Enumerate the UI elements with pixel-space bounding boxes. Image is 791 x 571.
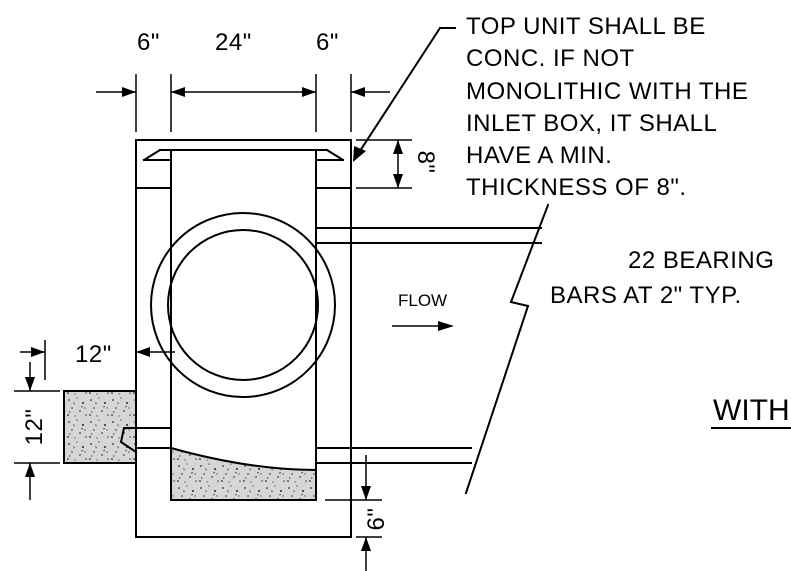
dim-side-offset: 12" — [75, 341, 112, 368]
note-line-6: THICKNESS OF 8". — [466, 174, 687, 201]
bottom-concrete-fill — [171, 448, 316, 500]
top-note-leader — [353, 26, 456, 162]
pipe-inner — [167, 229, 319, 381]
dim-side-height: 12" — [21, 409, 48, 446]
note-line-1: TOP UNIT SHALL BE — [466, 13, 706, 40]
note-line-5: HAVE A MIN. — [466, 142, 612, 169]
dim-opening: 24" — [215, 29, 252, 56]
note-line-2: CONC. IF NOT — [466, 45, 635, 72]
bearing-bars — [315, 227, 542, 464]
bottom-thickness-dimension — [325, 455, 382, 571]
flow-label: FLOW — [398, 291, 447, 310]
flow-arrow — [392, 321, 454, 331]
side-height-dimension — [14, 362, 60, 500]
side-block — [63, 390, 172, 464]
dim-right-wall: 6" — [316, 29, 339, 56]
bearing-note-line-2: BARS AT 2" TYP. — [550, 282, 742, 309]
dim-top-thickness: 8" — [412, 151, 439, 174]
top-unit-note: TOP UNIT SHALL BE CONC. IF NOT MONOLITHI… — [466, 13, 748, 201]
break-line — [464, 203, 550, 495]
side-offset-dimension — [20, 340, 175, 380]
dim-bottom-thickness: 6" — [363, 508, 390, 531]
bearing-note-line-1: 22 BEARING — [628, 247, 774, 274]
note-line-3: MONOLITHIC WITH THE — [466, 78, 748, 105]
dim-left-wall: 6" — [137, 29, 160, 56]
top-dimension — [96, 74, 390, 132]
top-thickness-dimension — [356, 139, 412, 189]
grate-frame — [142, 148, 345, 162]
pipe-outer — [150, 212, 336, 398]
note-line-4: INLET BOX, IT SHALL — [466, 110, 717, 137]
invert-curve — [169, 446, 318, 472]
view-title: WITH — [713, 394, 790, 427]
